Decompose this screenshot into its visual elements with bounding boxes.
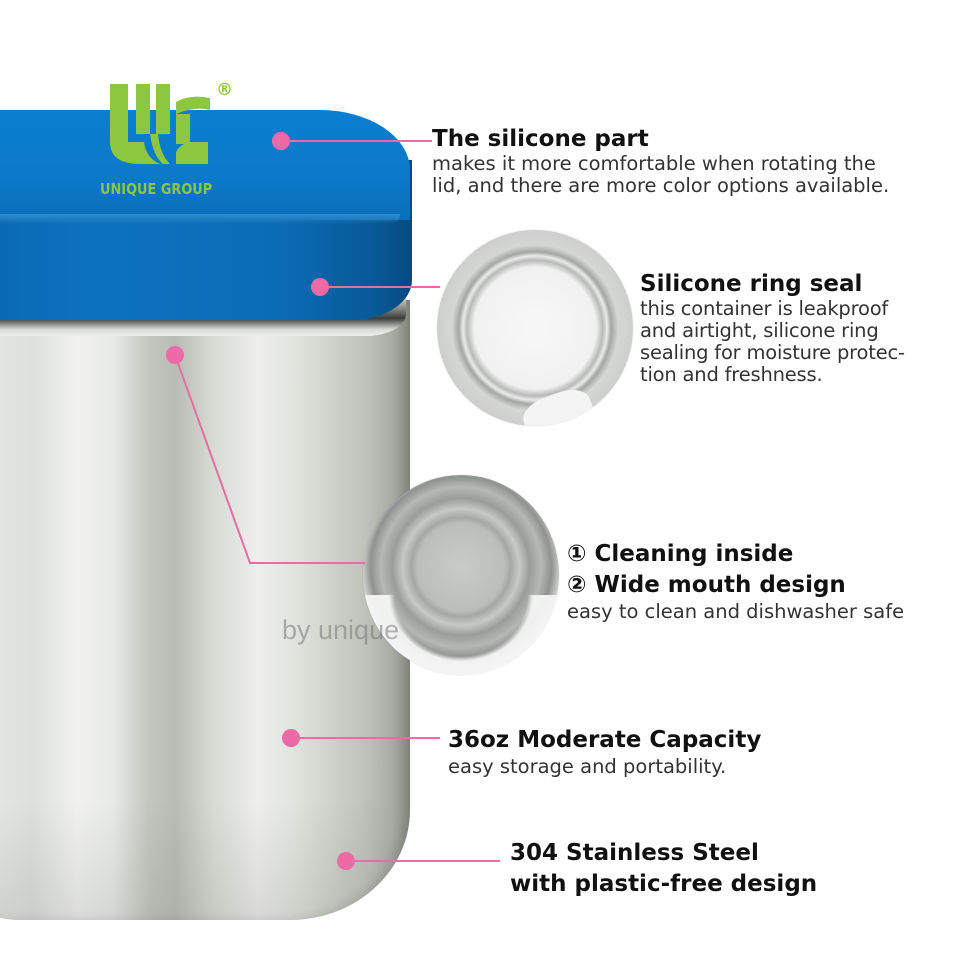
lid-top — [0, 110, 410, 224]
feature-wide-mouth: ① Cleaning inside ② Wide mouth design ea… — [567, 540, 904, 623]
lid-seal-inset-photo — [437, 230, 633, 426]
feature-title-line: ② Wide mouth design — [567, 572, 846, 598]
callout-dot-silicone-part — [272, 132, 290, 150]
feature-ring-seal: Silicone ring seal this container is lea… — [640, 270, 905, 386]
feature-title-line: with plastic-free design — [510, 871, 818, 897]
feature-description-line: lid, and there are more color options av… — [432, 174, 890, 197]
watermark-text: by unique — [282, 615, 400, 645]
feature-description-line: easy to clean and dishwasher safe — [567, 600, 905, 623]
feature-stainless-steel: 304 Stainless Steel with plastic-free de… — [510, 839, 817, 898]
feature-title: Silicone ring seal — [640, 271, 863, 297]
glove-hand — [363, 595, 559, 675]
brand-logo: ® UNIQUE GROUP — [100, 80, 250, 210]
feature-description-line: and airtight, silicone ring — [640, 319, 879, 342]
feature-title-line: ① Cleaning inside — [567, 541, 794, 567]
feature-silicone-part: The silicone part makes it more comforta… — [432, 125, 889, 197]
feature-description-line: tion and freshness. — [640, 363, 823, 386]
callout-dot-capacity — [282, 729, 300, 747]
logo-text: UNIQUE GROUP — [100, 180, 213, 198]
callout-dot-wide-mouth — [166, 346, 184, 364]
unique-group-logo-icon — [110, 84, 210, 164]
registered-mark: ® — [216, 80, 233, 100]
callout-dot-ring-seal — [311, 278, 329, 296]
wide-mouth-inset-photo — [363, 475, 559, 675]
feature-capacity: 36oz Moderate Capacity easy storage and … — [448, 726, 761, 778]
feature-description-line: makes it more comfortable when rotating … — [432, 152, 876, 175]
callout-dot-stainless-steel — [337, 852, 355, 870]
feature-description-line: sealing for moisture protec- — [640, 341, 905, 364]
feature-title-line: 304 Stainless Steel — [510, 840, 759, 866]
feature-title: 36oz Moderate Capacity — [448, 727, 762, 753]
feature-description-line: easy storage and portability. — [448, 755, 727, 778]
feature-title: The silicone part — [432, 126, 649, 152]
feature-description-line: this container is leakproof — [640, 297, 889, 320]
